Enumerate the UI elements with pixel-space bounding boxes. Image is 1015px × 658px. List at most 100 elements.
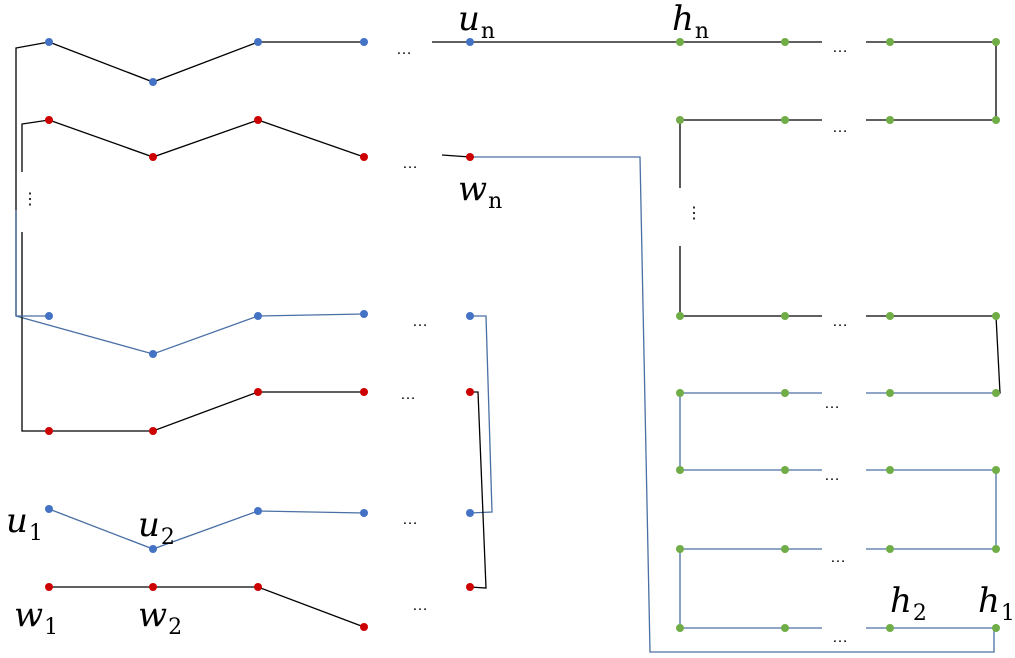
green-row-6-node-1 [781, 624, 789, 632]
left-connector-red-bottom [21, 232, 49, 432]
green-row-3-node-0 [676, 389, 684, 397]
label-h2: h2 [890, 581, 927, 626]
row-u-node-1 [149, 545, 157, 553]
green-row-3-node-2 [886, 389, 894, 397]
nodes-layer [45, 38, 1000, 632]
green-row-5-node-3 [992, 545, 1000, 553]
row-wn-node-3 [360, 153, 368, 161]
row-wn-node-0 [45, 116, 53, 124]
green-row-0-node-3 [992, 38, 1000, 46]
ellipsis-green-7: … [832, 629, 848, 646]
route-wn-to-h1 [470, 156, 995, 653]
row-u-node-3 [360, 509, 368, 517]
green-row-4-node-0 [676, 466, 684, 474]
row-wn-node-2 [254, 116, 262, 124]
green-row-4-node-2 [886, 466, 894, 474]
green-row-6-node-3 [992, 624, 1000, 632]
green-row-5-node-0 [676, 545, 684, 553]
ellipsis-u-row: … [402, 511, 418, 528]
row-mid-blue-edge [15, 313, 365, 355]
ellipses-layer: … … … … … … … … … … … … … ⋮ ⋮ [22, 39, 848, 646]
row-mid-red-node-last [466, 388, 474, 396]
row-w-node-1 [149, 583, 157, 591]
row-mid-red-node-1 [149, 427, 157, 435]
green-row-0-node-0 [676, 38, 684, 46]
ellipsis-green-6: … [830, 549, 846, 566]
row-mid-blue-node-2 [254, 312, 262, 320]
ellipsis-green-5: … [824, 467, 840, 484]
row-w-node-0 [45, 583, 53, 591]
ellipsis-green-4: … [824, 395, 840, 412]
label-w2: w2 [138, 595, 182, 640]
green-row-2-node-1 [781, 312, 789, 320]
row-u-node-2 [254, 507, 262, 515]
label-hn: hn [672, 0, 709, 44]
row-un-edge [48, 41, 364, 83]
label-h1: h1 [978, 581, 1015, 626]
left-connector-red-top [21, 119, 50, 172]
green-row-2-node-3 [992, 312, 1000, 320]
green-row-4-node-3 [992, 466, 1000, 474]
edges-layer [15, 41, 1001, 653]
left-connector-blue-bottom [15, 210, 49, 317]
row-wn-tail-edge [441, 154, 471, 158]
label-wn: wn [458, 169, 502, 214]
green-row-1-node-2 [886, 116, 894, 124]
row-un-node-0 [45, 38, 53, 46]
row-w-node-3 [360, 623, 368, 631]
ellipsis-green-1: … [832, 39, 848, 56]
green-row-4-node-1 [781, 466, 789, 474]
ellipsis-mid-blue: … [412, 313, 428, 330]
return-blue [469, 315, 493, 514]
row-w-node-last [466, 583, 474, 591]
row-wn-node-1 [149, 153, 157, 161]
label-w1: w1 [14, 595, 58, 640]
green-row-6-node-0 [676, 624, 684, 632]
row-w-node-2 [254, 583, 262, 591]
row-mid-red-node-0 [45, 427, 53, 435]
ellipsis-mid-red: … [400, 386, 416, 403]
row-mid-blue-node-1 [149, 350, 157, 358]
green-row-2-node-2 [886, 312, 894, 320]
green-row-1-node-1 [781, 116, 789, 124]
green-row-5-node-1 [781, 545, 789, 553]
left-connector-blue [15, 41, 50, 316]
green-row-0-node-1 [781, 38, 789, 46]
row-u-node-last [466, 509, 474, 517]
row-un-node-last [466, 38, 474, 46]
label-un: un [458, 0, 495, 44]
ellipsis-green-3: … [832, 313, 848, 330]
vertical-ellipsis-right: ⋮ [686, 205, 702, 222]
row-mid-red-node-2 [254, 388, 262, 396]
labels-layer: u1 u2 un w1 w2 wn hn h2 h1 [6, 0, 1015, 640]
row-mid-blue-node-last [466, 312, 474, 320]
row-un-node-2 [254, 38, 262, 46]
row-w-edge [49, 586, 365, 628]
green-row-6-node-2 [886, 624, 894, 632]
label-u1: u1 [6, 501, 43, 546]
row-un-node-1 [149, 78, 157, 86]
row-u-node-0 [45, 505, 53, 513]
green-row-0-node-2 [886, 38, 894, 46]
row-mid-blue-node-3 [360, 310, 368, 318]
ellipsis-green-2: … [832, 119, 848, 136]
ellipsis-w-row: … [412, 597, 428, 614]
green-row-3-node-3 [992, 389, 1000, 397]
row-mid-red-node-3 [360, 388, 368, 396]
row-wn-node-last [466, 153, 474, 161]
vertical-ellipsis-left: ⋮ [22, 191, 38, 208]
row-u-edge [48, 508, 365, 550]
ellipsis-top-blue: … [396, 41, 412, 58]
return-red [469, 391, 487, 589]
row-un-node-3 [360, 38, 368, 46]
green-row-3-node-1 [781, 389, 789, 397]
label-u2: u2 [138, 505, 175, 550]
green-row-5-node-2 [886, 545, 894, 553]
row-mid-blue-node-0 [45, 312, 53, 320]
green-row-1-node-3 [992, 116, 1000, 124]
green-row-2-node-0 [676, 312, 684, 320]
row-wn-edge [48, 119, 365, 158]
green-row-1-node-0 [676, 116, 684, 124]
row-mid-red-edge [49, 391, 364, 432]
